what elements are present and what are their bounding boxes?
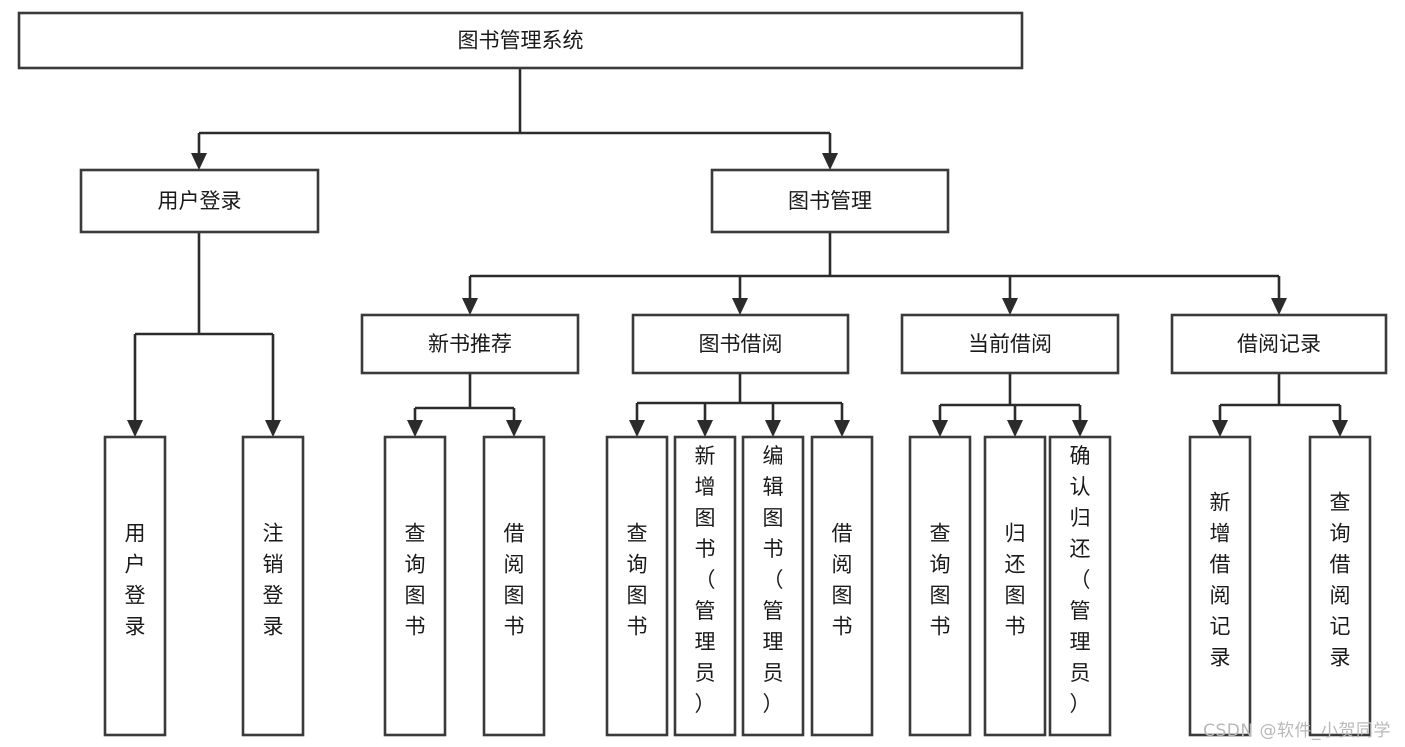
- level3-node-1-box[interactable]: [360, 313, 580, 375]
- leaf-node-11-box[interactable]: [1048, 435, 1112, 737]
- arrow-head-icon: [407, 420, 423, 437]
- leaf-node-9-box[interactable]: [908, 435, 972, 737]
- arrow-head-icon: [191, 153, 207, 170]
- leaf-node-2[interactable]: 注销登录: [241, 435, 305, 737]
- arrow-head-icon: [765, 420, 781, 437]
- level2-node-1-box[interactable]: [79, 168, 320, 234]
- leaf-node-6-box[interactable]: [673, 435, 737, 737]
- leaf-node-3-box[interactable]: [383, 435, 447, 737]
- level2-node-2-box[interactable]: [710, 168, 950, 234]
- arrow-head-icon: [1072, 420, 1088, 437]
- leaf-node-9[interactable]: 查询图书: [908, 435, 972, 737]
- arrow-head-icon: [1271, 298, 1287, 315]
- leaf-node-6[interactable]: 新增图书（管理员）: [673, 435, 737, 737]
- leaf-node-12[interactable]: 新增借阅记录: [1188, 435, 1252, 737]
- leaf-node-3-label: 查询图书: [405, 522, 426, 639]
- leaf-node-4-box[interactable]: [482, 435, 546, 737]
- arrow-head-icon: [506, 420, 522, 437]
- level3-node-3-label: 当前借阅: [968, 332, 1052, 356]
- leaf-node-7[interactable]: 编辑图书（管理员）: [741, 435, 805, 737]
- leaf-node-13[interactable]: 查询借阅记录: [1308, 435, 1372, 737]
- leaf-node-1-box[interactable]: [103, 435, 167, 737]
- leaf-node-10-label: 归还图书: [1005, 522, 1026, 639]
- leaf-node-5[interactable]: 查询图书: [605, 435, 669, 737]
- arrow-head-icon: [834, 420, 850, 437]
- arrow-head-icon: [1212, 420, 1228, 437]
- leaf-node-4-label: 借阅图书: [504, 522, 525, 639]
- arrow-head-icon: [265, 420, 281, 437]
- arrow-head-icon: [127, 420, 143, 437]
- level3-node-3[interactable]: 当前借阅: [900, 313, 1120, 375]
- arrow-head-icon: [629, 420, 645, 437]
- arrow-head-icon: [1332, 420, 1348, 437]
- arrow-head-icon: [1002, 298, 1018, 315]
- arrow-head-icon: [732, 298, 748, 315]
- level3-node-4-label: 借阅记录: [1237, 332, 1321, 356]
- leaf-node-5-label: 查询图书: [627, 522, 648, 639]
- leaf-node-1[interactable]: 用户登录: [103, 435, 167, 737]
- leaf-node-12-box[interactable]: [1188, 435, 1252, 737]
- level3-node-1-label: 新书推荐: [428, 332, 512, 356]
- leaf-node-7-box[interactable]: [741, 435, 805, 737]
- arrow-head-icon: [462, 298, 478, 315]
- level3-node-3-box[interactable]: [900, 313, 1120, 375]
- root-node-label: 图书管理系统: [458, 29, 584, 53]
- leaf-node-4[interactable]: 借阅图书: [482, 435, 546, 737]
- arrow-head-icon: [822, 153, 838, 170]
- level3-node-4-box[interactable]: [1170, 313, 1388, 375]
- level3-node-2[interactable]: 图书借阅: [631, 313, 850, 375]
- level3-node-4[interactable]: 借阅记录: [1170, 313, 1388, 375]
- leaf-node-8-box[interactable]: [810, 435, 874, 737]
- level2-node-2-label: 图书管理: [788, 189, 872, 213]
- root-node[interactable]: 图书管理系统: [17, 11, 1024, 70]
- leaf-node-1-label: 用户登录: [125, 522, 146, 639]
- leaf-node-9-label: 查询图书: [930, 522, 951, 639]
- leaf-node-11-label: 确认归还（管理员）: [1070, 444, 1091, 716]
- level3-node-2-label: 图书借阅: [699, 332, 783, 356]
- arrow-head-icon: [697, 420, 713, 437]
- leaf-node-10-box[interactable]: [983, 435, 1047, 737]
- leaf-node-13-box[interactable]: [1308, 435, 1372, 737]
- level2-node-1-label: 用户登录: [158, 189, 242, 213]
- leaf-node-2-label: 注销登录: [263, 522, 284, 639]
- level2-node-2[interactable]: 图书管理: [710, 168, 950, 234]
- level3-node-2-box[interactable]: [631, 313, 850, 375]
- level3-node-1[interactable]: 新书推荐: [360, 313, 580, 375]
- watermark-text: CSDN @软件_小贺同学: [1203, 721, 1391, 741]
- leaf-node-6-label: 新增图书（管理员）: [695, 444, 716, 716]
- leaf-node-12-label: 新增借阅记录: [1210, 491, 1231, 670]
- leaf-node-8[interactable]: 借阅图书: [810, 435, 874, 737]
- leaf-node-5-box[interactable]: [605, 435, 669, 737]
- root-node-box[interactable]: [17, 11, 1024, 70]
- arrow-head-icon: [1007, 420, 1023, 437]
- leaf-node-8-label: 借阅图书: [832, 522, 853, 639]
- leaf-node-13-label: 查询借阅记录: [1330, 491, 1351, 670]
- leaf-node-2-box[interactable]: [241, 435, 305, 737]
- arrow-head-icon: [932, 420, 948, 437]
- leaf-node-7-label: 编辑图书（管理员）: [763, 444, 784, 716]
- leaf-node-3[interactable]: 查询图书: [383, 435, 447, 737]
- leaf-node-10[interactable]: 归还图书: [983, 435, 1047, 737]
- level2-node-1[interactable]: 用户登录: [79, 168, 320, 234]
- leaf-node-11[interactable]: 确认归还（管理员）: [1048, 435, 1112, 737]
